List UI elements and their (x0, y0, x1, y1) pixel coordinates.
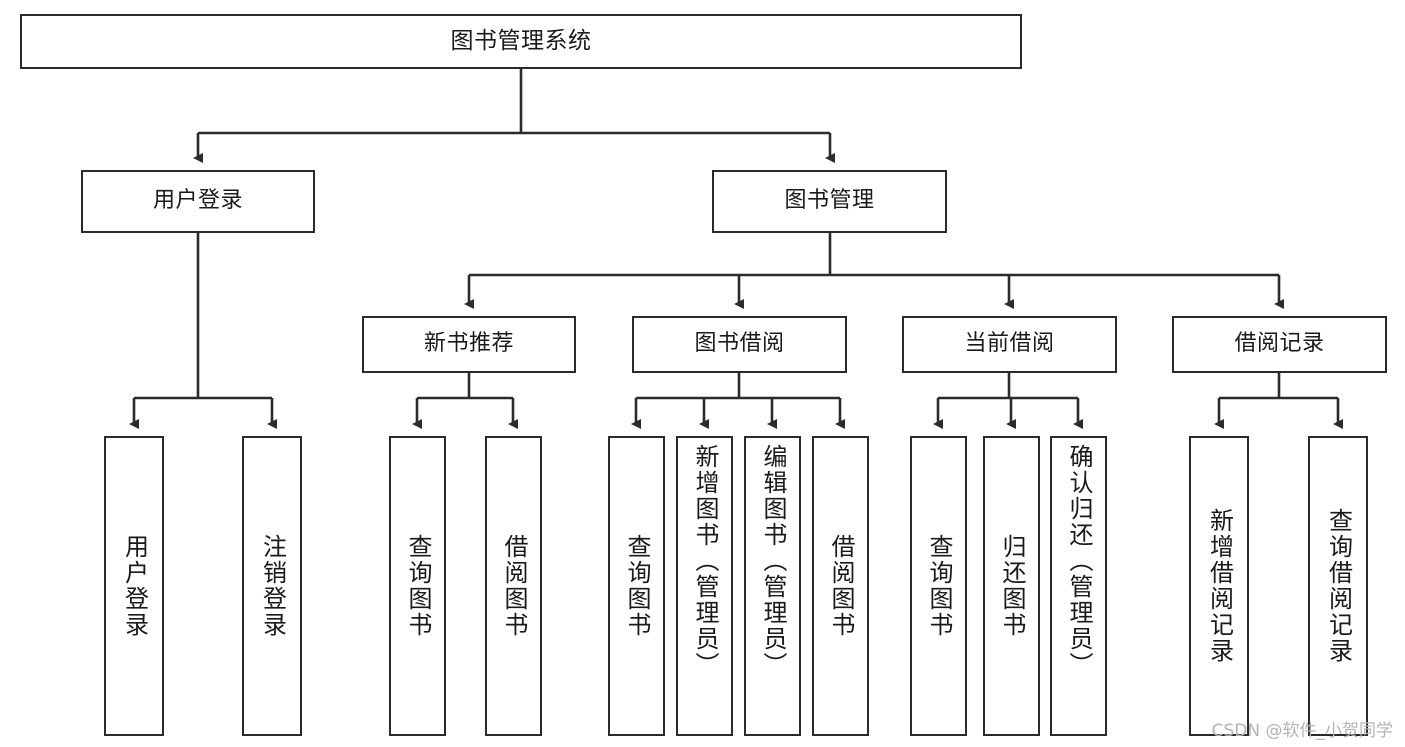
node-label: 用户登录 (152, 188, 243, 214)
node-leaf-borrow-book-2[interactable]: 借阅图书 (812, 436, 869, 736)
node-leaf-query-book-1[interactable]: 查询图书 (389, 436, 446, 736)
node-label: 借阅记录 (1234, 331, 1325, 357)
node-label: 借阅图书 (499, 534, 528, 638)
node-book-manage[interactable]: 图书管理 (712, 170, 947, 233)
node-label: 新增图书（管理员） (690, 444, 719, 678)
node-label: 当前借阅 (964, 331, 1055, 357)
node-label: 图书借阅 (694, 331, 785, 357)
node-leaf-add-book[interactable]: 新增图书（管理员） (676, 436, 733, 736)
node-leaf-edit-book[interactable]: 编辑图书（管理员） (744, 436, 801, 736)
edges-root-to-level2 (193, 69, 835, 163)
node-leaf-query-record[interactable]: 查询借阅记录 (1308, 436, 1368, 736)
edges-new-book-recommend-to-leaves (412, 373, 518, 429)
node-label: 图书管理系统 (450, 27, 592, 54)
node-current-borrow[interactable]: 当前借阅 (902, 316, 1117, 373)
node-leaf-user-login[interactable]: 用户登录 (104, 436, 164, 736)
node-label: 新书推荐 (423, 331, 514, 357)
node-leaf-query-book-3[interactable]: 查询图书 (910, 436, 967, 736)
node-root-system[interactable]: 图书管理系统 (20, 14, 1022, 69)
node-label: 确认归还（管理员） (1064, 444, 1093, 678)
node-label: 新增借阅记录 (1205, 508, 1234, 664)
node-label: 图书管理 (784, 188, 875, 214)
node-leaf-add-record[interactable]: 新增借阅记录 (1189, 436, 1249, 736)
edges-book-borrow-to-leaves (631, 373, 845, 429)
node-leaf-confirm-return[interactable]: 确认归还（管理员） (1050, 436, 1107, 736)
node-leaf-logout[interactable]: 注销登录 (242, 436, 302, 736)
node-label: 借阅图书 (826, 534, 855, 638)
node-user-login[interactable]: 用户登录 (81, 170, 315, 233)
edges-book-manage-to-level3 (464, 233, 1284, 309)
node-leaf-borrow-book-1[interactable]: 借阅图书 (485, 436, 542, 736)
node-label: 归还图书 (997, 534, 1026, 638)
node-new-book-recommend[interactable]: 新书推荐 (362, 316, 576, 373)
node-label: 查询图书 (403, 534, 432, 638)
node-label: 查询图书 (622, 534, 651, 638)
node-label: 用户登录 (120, 534, 149, 638)
node-label: 编辑图书（管理员） (758, 444, 787, 678)
edges-user-login-to-leaves (129, 233, 277, 429)
edges-current-borrow-to-leaves (933, 373, 1083, 429)
node-label: 注销登录 (258, 534, 287, 638)
node-borrow-record[interactable]: 借阅记录 (1172, 316, 1387, 373)
node-leaf-return-book[interactable]: 归还图书 (983, 436, 1040, 736)
node-label: 查询图书 (924, 534, 953, 638)
node-label: 查询借阅记录 (1324, 508, 1353, 664)
node-leaf-query-book-2[interactable]: 查询图书 (608, 436, 665, 736)
edges-borrow-record-to-leaves (1214, 373, 1343, 429)
node-book-borrow[interactable]: 图书借阅 (632, 316, 847, 373)
